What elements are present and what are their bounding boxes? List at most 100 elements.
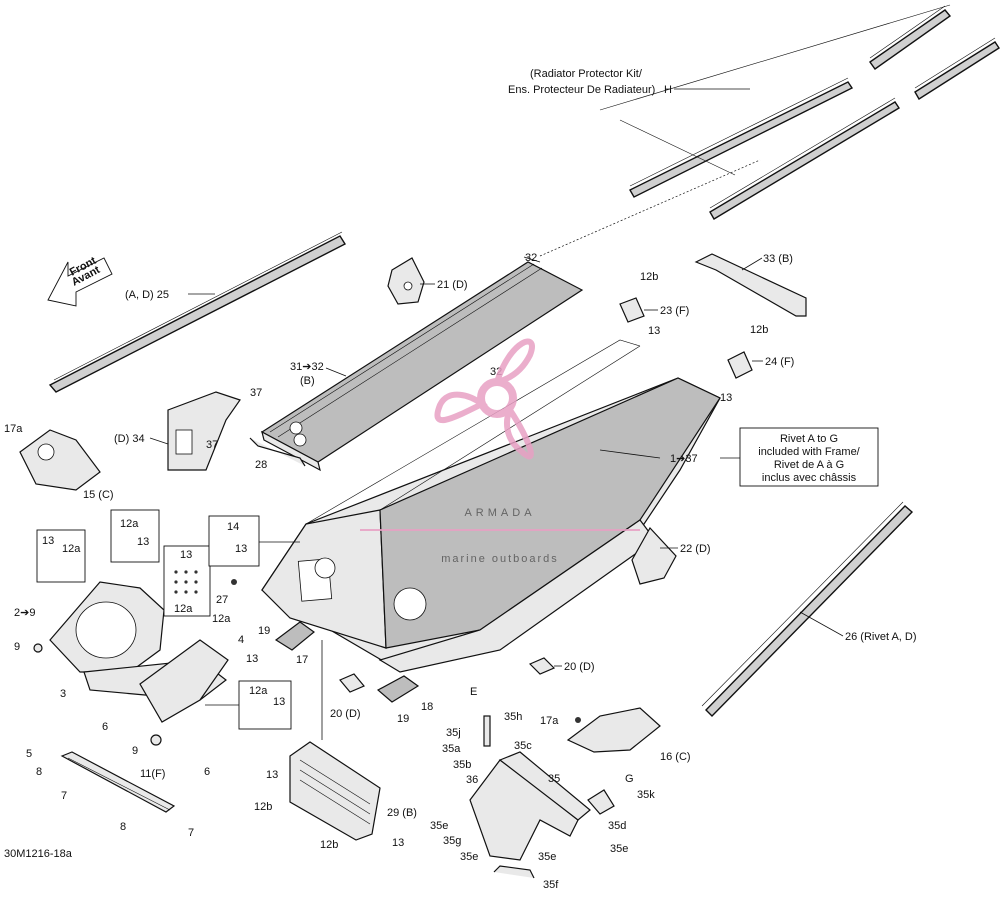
hardware-box-b [110, 509, 160, 563]
callout-4: 4 [238, 634, 244, 646]
callout-13-j: 13 [392, 837, 404, 849]
callout-17a-a: 17a [4, 423, 23, 435]
callout-24: 24 (F) [765, 356, 794, 368]
callout-9-a: 9 [14, 641, 20, 653]
callout-12b-a: 12b [640, 271, 658, 283]
callout-12a-b: 12a [62, 543, 81, 555]
radiator-kit-line2: Ens. Protecteur De Radiateur) [508, 84, 655, 96]
bracket-21 [387, 257, 425, 305]
callout-1-37: 1➔37 [670, 453, 698, 465]
callout-8-a: 8 [36, 766, 42, 778]
callout-8-b: 8 [120, 821, 126, 833]
callout-35j: 35j [446, 727, 461, 739]
callout-12a-e: 12a [249, 685, 268, 697]
hardware-box-a [36, 529, 86, 583]
callout-12b-b: 12b [750, 324, 768, 336]
callout-19-b: 19 [397, 713, 409, 725]
callout-35h: 35h [504, 711, 522, 723]
bracket-35k [587, 789, 615, 815]
front-bulkhead-2-9 [49, 581, 229, 723]
callout-35a: 35a [442, 743, 461, 755]
callout-11: 11(F) [140, 768, 165, 780]
callout-34: (D) 34 [114, 433, 145, 445]
callout-G: G [625, 773, 634, 785]
callout-20-b: 20 (D) [564, 661, 595, 673]
callout-35e-d: 35e [538, 851, 556, 863]
heat-exchanger-31 [260, 261, 584, 472]
callout-13-b: 13 [720, 392, 732, 404]
callout-18: 18 [421, 701, 433, 713]
callout-7-b: 7 [188, 827, 194, 839]
hardware-box-e [238, 680, 292, 730]
callout-35b: 35b [453, 759, 471, 771]
callout-23: 23 (F) [660, 305, 689, 317]
main-frame-chassis [261, 339, 721, 673]
steering-support-35 [469, 751, 591, 861]
callout-35e-a: 35e [430, 820, 448, 832]
radiator-kit-line1: (Radiator Protector Kit/ [530, 68, 643, 80]
bolt-35h [483, 715, 491, 747]
callout-15: 15 (C) [83, 489, 114, 501]
skid-plate-11 [60, 751, 176, 813]
watermark-tagline: marine outboards [441, 553, 559, 565]
callout-14: 14 [227, 521, 239, 533]
front-arrow-icon: Front Avant [47, 255, 113, 307]
rivet-note-line1: Rivet A to G [780, 433, 838, 445]
watermark-brand: ARMADA [464, 507, 535, 519]
rivet-note-line3: Rivet de A à G [774, 459, 844, 471]
callout-3: 3 [60, 688, 66, 700]
callout-35e-b: 35e [610, 843, 628, 855]
callout-2-9: 2➔9 [14, 607, 35, 619]
side-rail-26 [701, 501, 914, 717]
callout-13-a: 13 [648, 325, 660, 337]
plate-35f [493, 865, 535, 879]
callout-12b-c: 12b [254, 801, 272, 813]
callout-26: 26 (Rivet A, D) [845, 631, 917, 643]
bracket-34 [167, 391, 241, 471]
cover-15 [19, 429, 101, 491]
callout-21: 21 (D) [437, 279, 468, 291]
callout-9-b: 9 [132, 745, 138, 757]
bracket-24 [727, 351, 753, 379]
callout-17: 17 [296, 654, 308, 666]
bracket-23 [619, 297, 645, 323]
plate-20-a [339, 673, 365, 693]
callout-20-a: 20 (D) [330, 708, 361, 720]
callout-35: 35 [548, 773, 560, 785]
callout-6-b: 6 [204, 766, 210, 778]
callout-E: E [470, 686, 477, 698]
callout-13-e: 13 [180, 549, 192, 561]
callout-31: 31➔32 [290, 361, 324, 373]
callout-31-b: (B) [300, 375, 315, 387]
side-rail-25 [48, 231, 346, 393]
callout-13-h: 13 [273, 696, 285, 708]
callout-13-d: 13 [42, 535, 54, 547]
callout-19-a: 19 [258, 625, 270, 637]
callout-25: (A, D) 25 [125, 289, 169, 301]
callout-35d: 35d [608, 820, 626, 832]
callout-22: 22 (D) [680, 543, 711, 555]
callout-36: 36 [466, 774, 478, 786]
callout-37a: 37 [250, 387, 262, 399]
callout-27: 27 [216, 594, 228, 606]
footrest-18 [376, 675, 420, 703]
callout-13-f: 13 [235, 543, 247, 555]
front-panel-22 [631, 526, 677, 585]
radiator-29 [289, 741, 381, 841]
rivet-note-line2: included with Frame/ [758, 446, 860, 458]
watermark: ARMADA marine outboards [360, 338, 640, 565]
callout-32a: 32 [525, 252, 537, 264]
callout-35k: 35k [637, 789, 655, 801]
callout-13-c: 13 [137, 536, 149, 548]
callout-35e-c: 35e [460, 851, 478, 863]
callout-28: 28 [255, 459, 267, 471]
callout-17a-b: 17a [540, 715, 559, 727]
radiator-protector-strips [539, 4, 1000, 257]
rivet-note-line4: inclus avec châssis [762, 472, 857, 484]
callout-12a-a: 12a [120, 518, 139, 530]
bracket-28 [249, 437, 306, 467]
radiator-kit-letter: H [664, 84, 672, 96]
propeller-logo-icon [434, 338, 535, 460]
